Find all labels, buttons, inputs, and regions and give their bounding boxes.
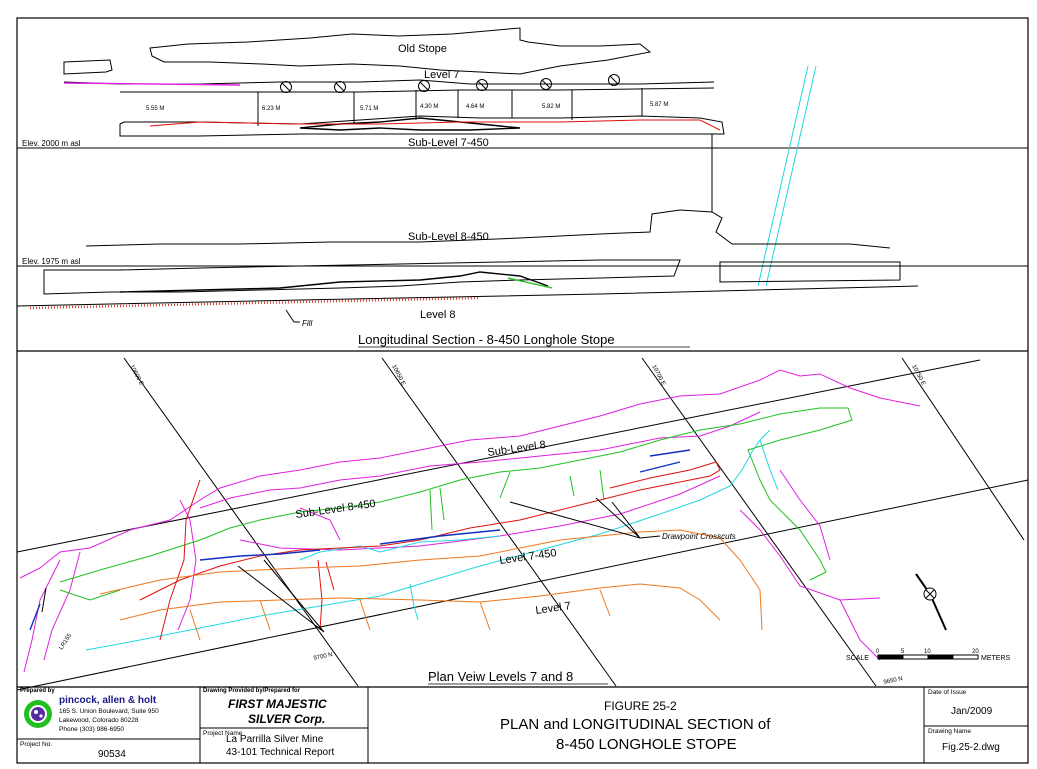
- grid-label-n2: 9650 N: [883, 676, 903, 686]
- distance-4: 4.30 M: [420, 104, 438, 110]
- level8-label: Level 8: [420, 309, 455, 321]
- project-name-label: Project Name: [203, 730, 243, 737]
- sublevel-8-450-top: [85, 209, 891, 249]
- distance-1: 5.55 M: [146, 106, 164, 112]
- distance-5: 4.64 M: [466, 104, 484, 110]
- project-no-label: Project No.: [20, 741, 53, 748]
- figure-title-2: 8-450 LONGHOLE STOPE: [556, 736, 737, 753]
- distance-2: 6.23 M: [262, 106, 280, 112]
- distance-3: 5.71 M: [360, 106, 378, 112]
- level7-plan-label: Level 7: [535, 600, 572, 617]
- sublevel-8-450-plan-label: Sub-Level 8-450: [295, 498, 377, 521]
- project-no: 90534: [98, 749, 126, 760]
- grid-label-e2: 10650 E: [390, 364, 406, 387]
- plan-title: Plan Veiw Levels 7 and 8: [428, 669, 573, 684]
- grid-label-e4: 10750 E: [910, 364, 926, 387]
- scale-tick-20: 20: [972, 649, 979, 655]
- distance-7: 5.87 M: [650, 102, 668, 108]
- pillar-lines: [257, 88, 643, 126]
- company-address-1: 165 S. Union Boulevard, Suite 950: [59, 708, 159, 715]
- fill-label: Fill: [302, 319, 312, 328]
- level8-drift-outline: [43, 259, 681, 295]
- level7-magenta-line: [63, 82, 241, 86]
- issue-date: Jan/2009: [951, 706, 993, 717]
- scale-tick-5: 5: [901, 649, 905, 655]
- level-7-450-cyan: [85, 429, 779, 651]
- company-phone: Phone (303) 986-6950: [59, 726, 125, 733]
- level-7-450-blue: [29, 449, 691, 631]
- sublevel-7-450-outline: [119, 115, 725, 137]
- level7-label: Level 7: [424, 69, 459, 81]
- level8-right-drift: [719, 261, 901, 283]
- scale-label: SCALE: [846, 655, 869, 662]
- drawing-name-label: Drawing Name: [928, 728, 971, 735]
- drawing-name: Fig.25-2.dwg: [942, 742, 1000, 753]
- figure-number: FIGURE 25-2: [604, 699, 677, 713]
- sublevel-7-450-label: Sub-Level 7-450: [408, 137, 489, 149]
- sheet-border: [16, 17, 1029, 764]
- elev-1975-label: Elev. 1975 m asl: [22, 257, 81, 266]
- sublevel8-magenta: [19, 369, 921, 673]
- plan-grid: [16, 357, 1029, 691]
- scale-tick-0: 0: [876, 649, 880, 655]
- client-name-2: SILVER Corp.: [248, 712, 326, 726]
- company-address-2: Lakewood, Colorado 80228: [59, 717, 139, 724]
- longitudinal-section: [16, 27, 1028, 323]
- figure-title-1: PLAN and LONGITUDINAL SECTION of: [500, 716, 771, 733]
- plan-view: [16, 357, 1029, 691]
- elev-2000-label: Elev. 2000 m asl: [22, 139, 81, 148]
- lr-label: LR155: [59, 632, 74, 651]
- old-stope-outline: [63, 27, 652, 75]
- grid-label-n1: 9700 N: [313, 652, 333, 662]
- date-label: Date of Issue: [928, 689, 967, 696]
- distance-6: 5.82 M: [542, 104, 560, 110]
- prepared-by-label: Prepared by: [20, 688, 55, 694]
- fill-leader: [285, 309, 300, 323]
- scale-tick-10: 10: [924, 649, 931, 655]
- project-name-2: 43-101 Technical Report: [226, 747, 335, 758]
- level8-green-segment: [507, 277, 553, 289]
- drawpoint-label: Drawpoint Crosscuts: [662, 532, 736, 541]
- company-logo: [24, 700, 52, 728]
- leader-lines: [41, 497, 661, 633]
- level8-irregular-floor: [119, 271, 549, 293]
- sublevel-8-450-label: Sub-Level 8-450: [408, 231, 489, 243]
- level7-orange: [99, 529, 763, 641]
- stope-red-line: [149, 119, 721, 131]
- north-arrow-icon: [915, 573, 947, 631]
- company-name: pincock, allen & holt: [59, 695, 157, 706]
- project-name-1: La Parrilla Silver Mine: [226, 734, 324, 745]
- sublevel-8-green: [59, 407, 853, 601]
- drawpoint-symbols: [280, 74, 620, 93]
- titleblock: [17, 687, 1028, 763]
- level8-floor: [16, 285, 919, 307]
- old-stope-label: Old Stope: [398, 43, 447, 55]
- grid-label-e1: 10600 E: [128, 364, 144, 387]
- cyan-raise: [757, 65, 817, 287]
- client-name-1: FIRST MAJESTIC: [228, 697, 327, 711]
- scale-bar: [877, 654, 979, 660]
- scale-unit: METERS: [981, 655, 1011, 662]
- section-title: Longitudinal Section - 8-450 Longhole St…: [358, 332, 615, 347]
- fill-hatching: [29, 296, 481, 310]
- level7-drift-base: [120, 87, 715, 93]
- provided-by-label: Drawing Provided by/Prepared for: [203, 688, 301, 694]
- grid-label-e3: 10700 E: [650, 364, 666, 387]
- stope-irregular-floor: [299, 117, 521, 131]
